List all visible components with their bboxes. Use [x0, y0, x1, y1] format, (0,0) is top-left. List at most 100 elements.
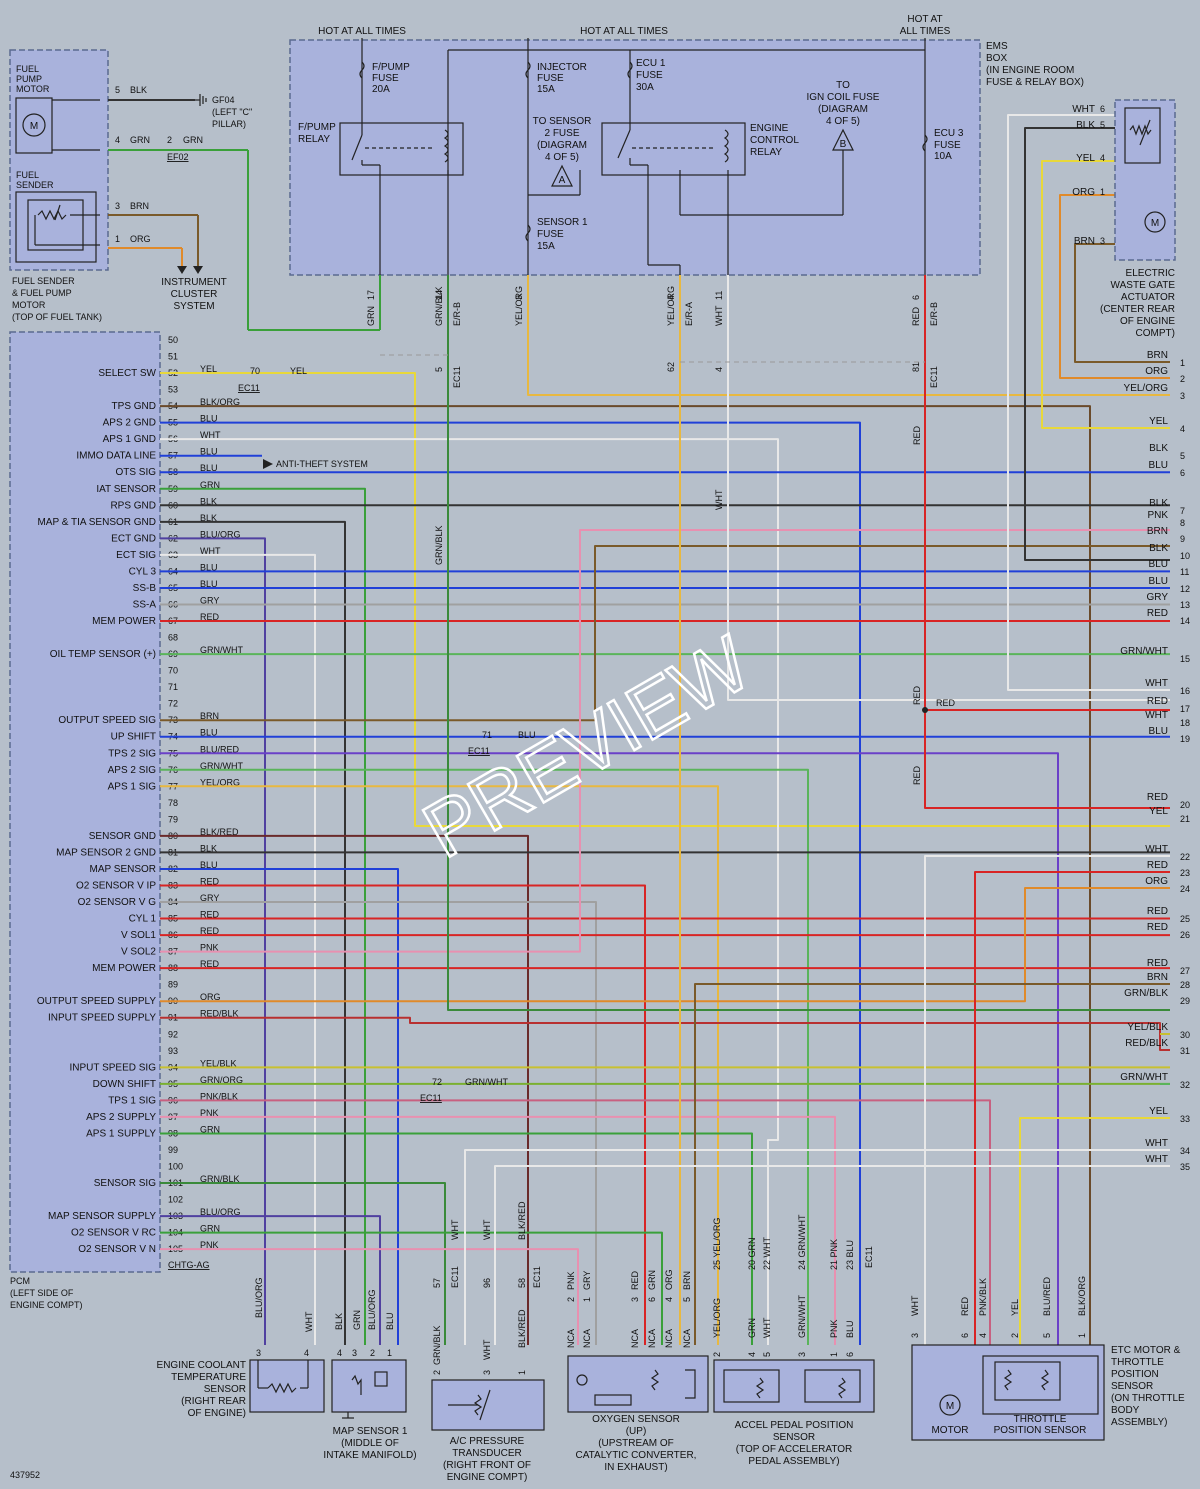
svg-text:O2 SENSOR V N: O2 SENSOR V N — [78, 1244, 156, 1255]
svg-text:RED: RED — [1147, 860, 1168, 871]
wire — [160, 901, 597, 1345]
wire — [160, 545, 1170, 722]
svg-text:INJECTOR: INJECTOR — [537, 62, 587, 73]
svg-text:15A: 15A — [537, 84, 555, 95]
svg-text:(DIAGRAM: (DIAGRAM — [818, 104, 868, 115]
svg-text:93: 93 — [168, 1046, 178, 1056]
ref-b-text: B — [840, 139, 847, 150]
svg-text:NCA: NCA — [582, 1329, 592, 1348]
svg-text:1: 1 — [115, 234, 120, 244]
fuel-assembly-label: FUEL SENDER & FUEL PUMP MOTOR (TOP OF FU… — [12, 276, 102, 322]
svg-text:M: M — [30, 121, 38, 132]
svg-text:21: 21 — [1180, 814, 1190, 824]
svg-text:22 WHT: 22 WHT — [762, 1236, 772, 1270]
svg-text:GRY: GRY — [200, 893, 219, 903]
svg-text:GRN/BLK: GRN/BLK — [200, 1174, 240, 1184]
svg-text:BLK: BLK — [334, 1313, 344, 1330]
svg-text:(MIDDLE OF: (MIDDLE OF — [341, 1438, 399, 1449]
svg-text:4: 4 — [666, 295, 676, 300]
svg-text:BOX: BOX — [986, 53, 1007, 64]
svg-text:TO SENSOR: TO SENSOR — [533, 116, 592, 127]
ac-transducer-icon — [448, 1389, 491, 1421]
svg-text:FUEL: FUEL — [16, 64, 39, 74]
svg-text:102: 102 — [168, 1195, 183, 1205]
svg-text:WHT: WHT — [304, 1311, 314, 1332]
svg-text:BLK: BLK — [1149, 443, 1168, 454]
svg-text:APS 2 SUPPLY: APS 2 SUPPLY — [86, 1112, 156, 1123]
ref-a-text: A — [559, 175, 566, 186]
svg-text:THROTTLE: THROTTLE — [1111, 1357, 1164, 1368]
svg-text:RED: RED — [1147, 906, 1168, 917]
svg-text:71: 71 — [168, 682, 178, 692]
svg-text:IMMO DATA LINE: IMMO DATA LINE — [76, 451, 156, 462]
svg-text:6: 6 — [1180, 468, 1185, 478]
ec11-72-connector: EC11 — [420, 1093, 442, 1103]
svg-text:BLU/RED: BLU/RED — [1042, 1276, 1052, 1316]
svg-text:MAP SENSOR 2 GND: MAP SENSOR 2 GND — [56, 847, 156, 858]
svg-text:CLUSTER: CLUSTER — [171, 289, 218, 300]
pcm-box — [9, 331, 161, 1273]
svg-text:BRN: BRN — [130, 201, 149, 211]
svg-text:68: 68 — [168, 633, 178, 643]
svg-text:3: 3 — [1100, 236, 1105, 246]
svg-text:GRN/WHT: GRN/WHT — [465, 1077, 508, 1087]
svg-text:BLK/RED: BLK/RED — [517, 1309, 527, 1348]
svg-text:NCA: NCA — [682, 1329, 692, 1348]
svg-text:4: 4 — [1100, 153, 1105, 163]
svg-text:53: 53 — [168, 385, 178, 395]
svg-text:PILLAR): PILLAR) — [212, 119, 246, 129]
svg-text:RPS GND: RPS GND — [110, 500, 156, 511]
svg-text:BRN: BRN — [1074, 236, 1095, 247]
waste-gate-resistor-icon — [1124, 107, 1161, 164]
svg-text:RELAY: RELAY — [750, 147, 782, 158]
svg-text:ORG: ORG — [1145, 876, 1168, 887]
wire — [160, 1016, 1170, 1051]
svg-text:10A: 10A — [934, 151, 952, 162]
svg-text:GF04: GF04 — [212, 95, 235, 105]
svg-text:(IN ENGINE ROOM: (IN ENGINE ROOM — [986, 65, 1074, 76]
svg-text:14: 14 — [434, 290, 444, 300]
svg-text:6: 6 — [1100, 104, 1105, 114]
svg-text:IN EXHAUST): IN EXHAUST) — [604, 1462, 667, 1473]
wire — [160, 421, 861, 1345]
etc-motor-label: MOTOR — [931, 1425, 968, 1436]
svg-text:RED: RED — [1147, 608, 1168, 619]
svg-text:OXYGEN SENSOR: OXYGEN SENSOR — [592, 1414, 680, 1425]
ect-sensor-resistor-icon — [257, 1360, 309, 1394]
svg-text:100: 100 — [168, 1162, 183, 1172]
pcm-pin-53: 53 — [168, 385, 178, 395]
svg-text:EC11: EC11 — [452, 366, 462, 388]
svg-text:SYSTEM: SYSTEM — [173, 301, 214, 312]
svg-text:GRN/BLK: GRN/BLK — [434, 525, 444, 565]
svg-text:TRANSDUCER: TRANSDUCER — [452, 1448, 521, 1459]
pcm-pin-78: 78 — [168, 798, 178, 808]
svg-text:PEDAL ASSEMBLY): PEDAL ASSEMBLY) — [748, 1456, 839, 1467]
waste-gate-label: ELECTRIC WASTE GATE ACTUATOR (CENTER REA… — [1100, 268, 1175, 339]
svg-text:YEL/ORG: YEL/ORG — [1124, 383, 1169, 394]
svg-text:2: 2 — [1010, 1333, 1020, 1338]
svg-text:96: 96 — [482, 1278, 492, 1288]
svg-text:4 OF 5): 4 OF 5) — [826, 116, 860, 127]
svg-text:ENGINE COOLANT: ENGINE COOLANT — [157, 1360, 246, 1371]
svg-text:1: 1 — [1100, 187, 1105, 197]
svg-text:RED: RED — [912, 765, 922, 785]
svg-text:MEM POWER: MEM POWER — [92, 616, 156, 627]
svg-text:WHT: WHT — [482, 1219, 492, 1240]
svg-text:31: 31 — [1180, 1046, 1190, 1056]
svg-text:ORG: ORG — [1072, 187, 1095, 198]
svg-text:PUMP: PUMP — [16, 74, 42, 84]
svg-text:WHT: WHT — [1145, 710, 1168, 721]
svg-text:YEL: YEL — [1149, 806, 1168, 817]
svg-text:MAP SENSOR SUPPLY: MAP SENSOR SUPPLY — [48, 1211, 156, 1222]
svg-text:27: 27 — [1180, 966, 1190, 976]
svg-text:BLK/RED: BLK/RED — [517, 1201, 527, 1240]
wire — [160, 529, 1170, 953]
svg-text:17: 17 — [366, 290, 376, 300]
